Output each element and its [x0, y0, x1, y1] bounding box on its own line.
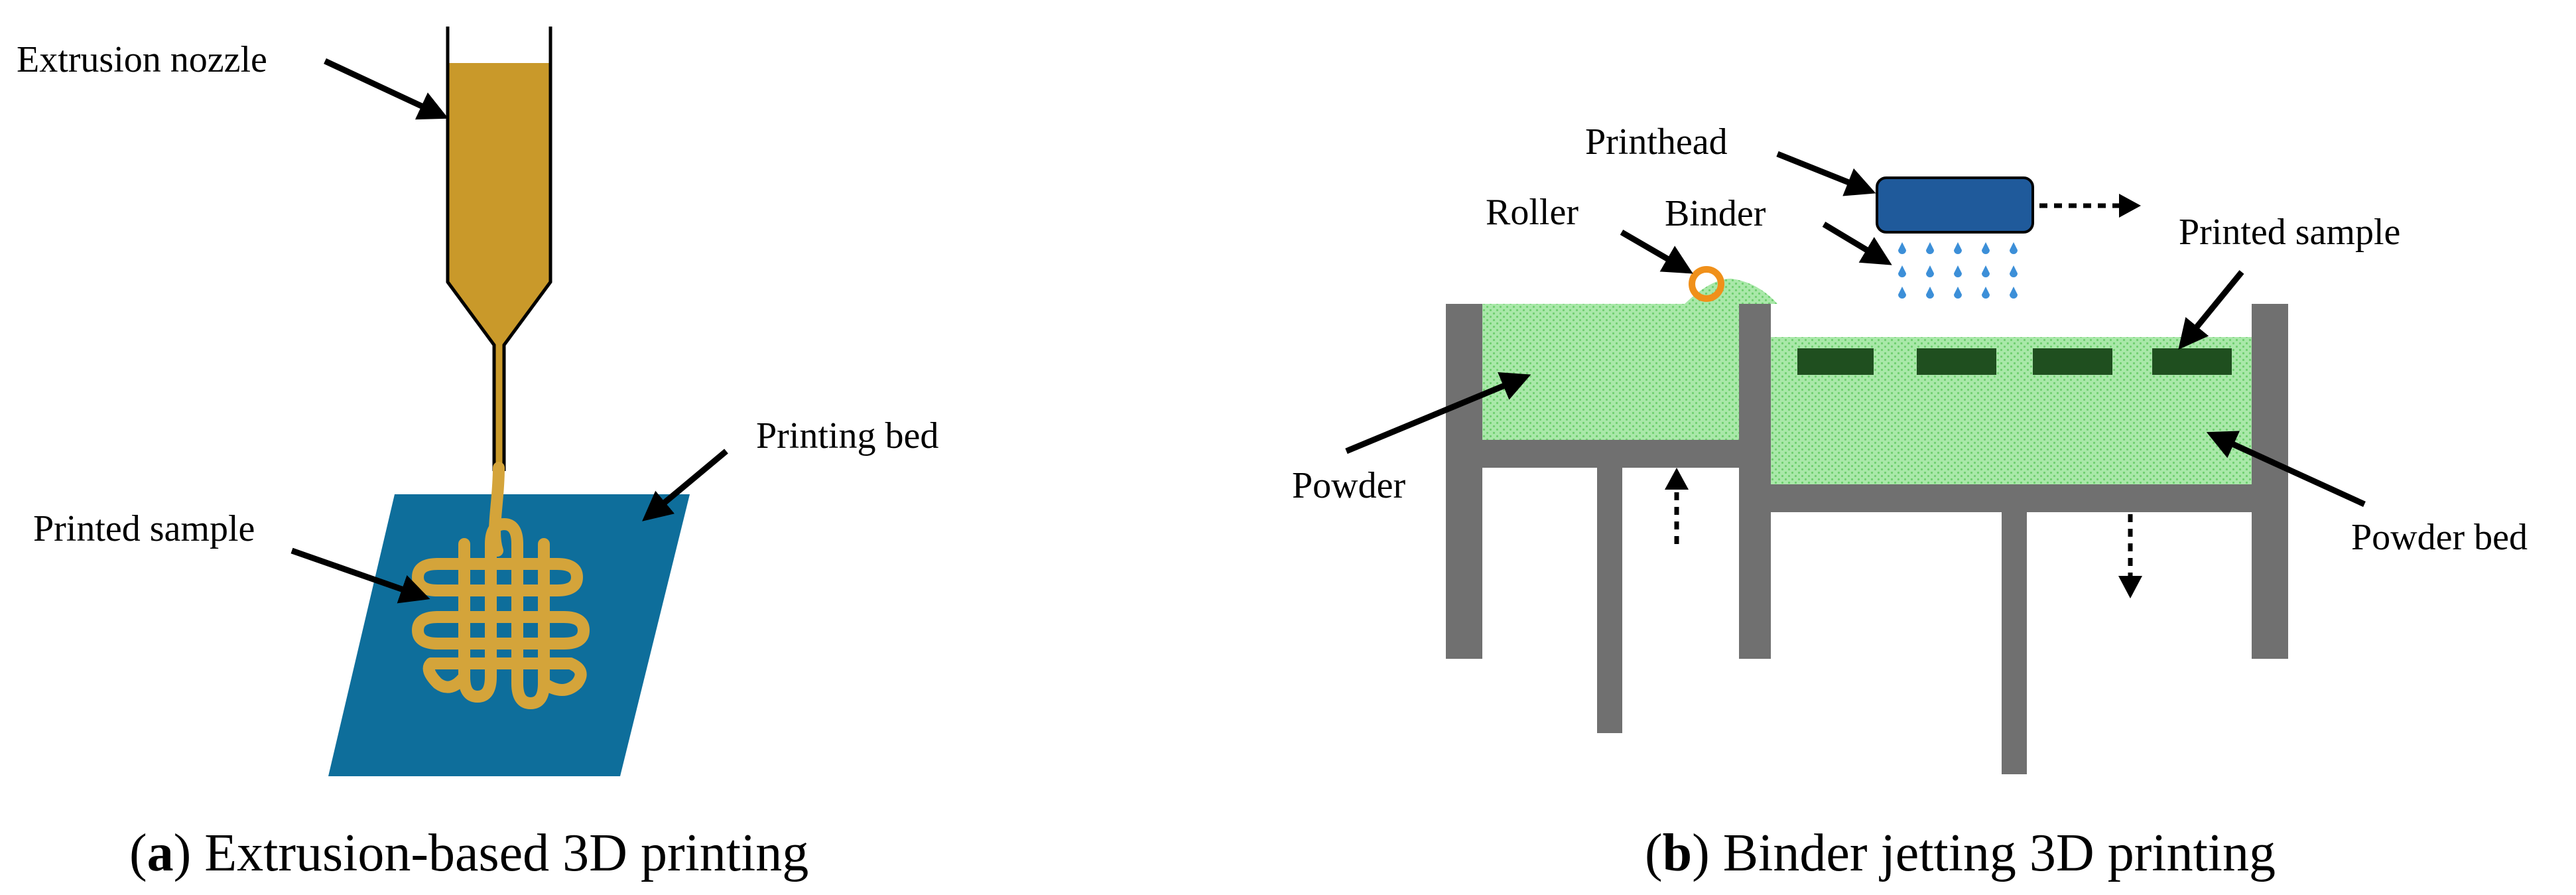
roller-icon — [1689, 266, 1724, 302]
machine-frame — [1446, 304, 2288, 774]
powder-heap — [1685, 279, 1777, 304]
arrow-printing-bed — [642, 448, 728, 521]
label-powder: Powder — [1292, 465, 1405, 506]
build-down-arrowhead — [2118, 576, 2142, 598]
printing-bed — [328, 494, 690, 776]
arrow-printed-sample-b — [2178, 270, 2244, 350]
arrow-roller — [1620, 230, 1693, 274]
caption-b: (b) Binder jetting 3D printing — [1645, 824, 2276, 882]
caption-a-letter: a — [147, 824, 174, 882]
powder-supply — [1482, 304, 1744, 440]
arrow-powder-bed — [2206, 431, 2366, 508]
label-printed-sample-b: Printed sample — [2179, 212, 2400, 253]
arrow-printhead — [1776, 151, 1876, 196]
caption-b-text: ) Binder jetting 3D printing — [1692, 824, 2276, 882]
arrow-binder — [1822, 222, 1892, 265]
label-printed-sample-a: Printed sample — [33, 508, 255, 549]
label-printhead: Printhead — [1585, 121, 1728, 163]
binder-drops — [1898, 242, 2018, 299]
label-powder-bed: Powder bed — [2351, 517, 2528, 558]
printhead — [1876, 176, 2034, 234]
caption-a: (a) Extrusion-based 3D printing — [129, 824, 808, 882]
printed-sample-mesh — [412, 462, 590, 709]
arrow-extrusion-nozzle — [324, 58, 449, 120]
panel-b: Printhead Roller Binder Printed sample P… — [1292, 121, 2528, 882]
label-extrusion-nozzle: Extrusion nozzle — [17, 39, 267, 80]
printed-parts — [1797, 348, 2232, 375]
printhead-motion-arrowhead — [2119, 194, 2141, 218]
caption-b-letter: b — [1663, 824, 1693, 882]
label-printing-bed: Printing bed — [756, 415, 938, 456]
arrow-powder — [1345, 372, 1531, 454]
panel-a: Extrusion nozzle Printing bed Printed sa… — [17, 27, 938, 882]
supply-up-arrowhead — [1665, 468, 1689, 490]
label-binder: Binder — [1665, 193, 1766, 234]
caption-a-text: ) Extrusion-based 3D printing — [174, 824, 809, 882]
label-roller: Roller — [1486, 192, 1578, 233]
extrusion-nozzle — [446, 27, 552, 471]
arrow-printed-sample-a — [290, 547, 430, 604]
